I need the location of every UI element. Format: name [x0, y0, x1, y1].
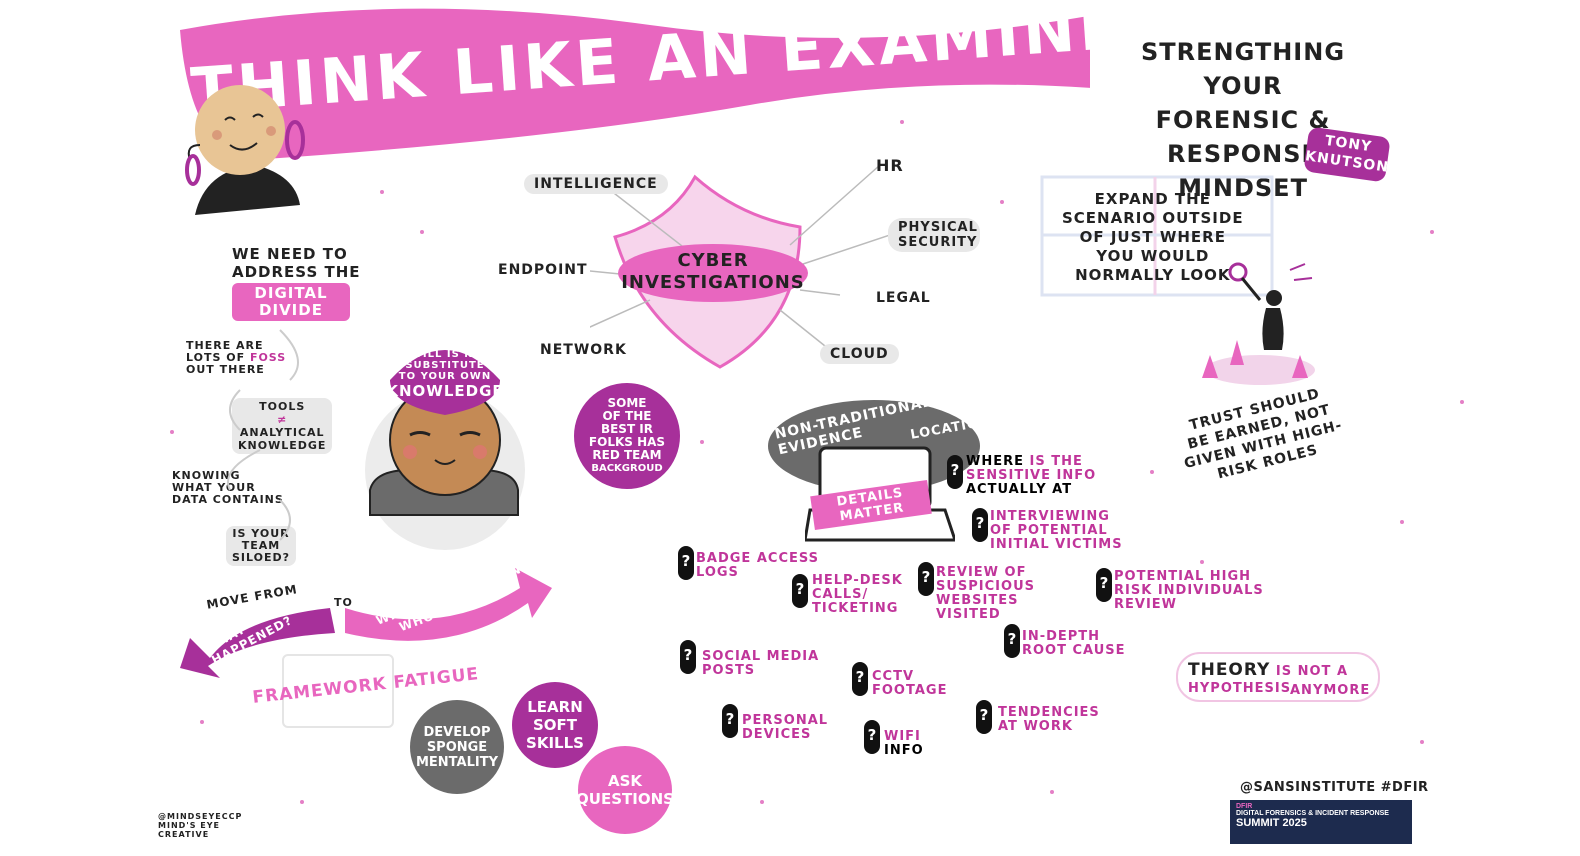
question-icon: ? — [722, 704, 738, 738]
spoke-intelligence: INTELLIGENCE — [524, 174, 668, 194]
evidence-item-interviewing: INTERVIEWING OF POTENTIAL INITIAL VICTIM… — [990, 509, 1123, 552]
left-connector-lines — [227, 329, 299, 541]
red-team-bubble: SOME OF THE BEST IR FOLKS HAS RED TEAM B… — [574, 383, 680, 489]
theory-note: THEORY IS NOT A HYPOTHESIS — [1188, 660, 1349, 697]
evidence-item-cctv: CCTV FOOTAGE — [872, 669, 948, 698]
evidence-item-tendencies: TENDENCIES AT WORK — [998, 705, 1100, 734]
question-icon: ? — [918, 562, 934, 596]
question-icon: ? — [864, 720, 880, 754]
spoke-hr: HR — [876, 156, 904, 175]
evidence-item-sensitive-info: WHERE IS THE SENSITIVE INFO ACTUALLY AT — [966, 454, 1097, 497]
question-icon: ? — [1004, 624, 1020, 658]
foss-note: THERE ARE LOTS OF FOSS OUT THERE — [186, 339, 287, 376]
question-icon: ? — [852, 662, 868, 696]
evidence-item-high-risk: POTENTIAL HIGH RISK INDIVIDUALS REVIEW — [1114, 569, 1264, 612]
tools-note: TOOLS ≠ ANALYTICAL KNOWLEDGE — [232, 398, 333, 454]
artist-credit: @MINDSEYECCP MIND'S EYE CREATIVE — [158, 812, 243, 839]
question-icon: ? — [976, 700, 992, 734]
evidence-item-help-desk: HELP-DESK CALLS/ TICKETING — [812, 573, 903, 616]
question-icon: ? — [678, 546, 694, 580]
data-note: KNOWING WHAT YOUR DATA CONTAINS — [172, 469, 284, 506]
puzzle-icon — [1040, 175, 1274, 297]
title-banner — [180, 8, 1090, 160]
subtitle: STRENGTHING YOUR FORENSIC & RESPONSE MIN… — [1140, 38, 1346, 202]
digital-divide-tag: DIGITAL DIVIDE — [232, 283, 350, 321]
knowledge-person-illustration — [365, 350, 525, 550]
siloed-note: IS YOUR TEAM SILOED? — [226, 526, 297, 566]
move-from-arrows — [180, 568, 552, 678]
social-handle: @SANSINSTITUTE #DFIR — [1240, 780, 1429, 795]
spoke-network: NETWORK — [540, 342, 627, 358]
question-icon: ? — [792, 574, 808, 608]
expand-note: EXPAND THE SCENARIO OUTSIDE OF JUST WHER… — [1062, 190, 1244, 284]
to-label: TO — [334, 596, 353, 609]
stick-figure-illustration — [1202, 262, 1315, 385]
spoke-physical-security: PHYSICAL SECURITY — [888, 218, 980, 252]
cyber-investigations-label: CYBER INVESTIGATIONS — [621, 250, 805, 293]
evidence-item-social-media: SOCIAL MEDIA POSTS — [702, 649, 820, 678]
framework-window-sketch — [282, 654, 394, 728]
question-icon: ? — [1096, 568, 1112, 602]
spoke-endpoint: ENDPOINT — [498, 262, 588, 278]
theory-bubble — [1176, 652, 1380, 702]
sponge-bubble: DEVELOP SPONGE MENTALITY — [410, 700, 504, 794]
evidence-item-wifi: WIFI INFO — [884, 729, 924, 758]
digital-divide-note: WE NEED TO ADDRESS THE — [232, 245, 361, 281]
question-icon: ? — [947, 455, 963, 489]
evidence-item-suspicious-websites: REVIEW OF SUSPICIOUS WEBSITES VISITED — [936, 565, 1035, 622]
spoke-legal: LEGAL — [876, 290, 931, 306]
spoke-cloud: CLOUD — [820, 344, 899, 364]
knowledge-hat-text: THERE STILL IS NO SUBSTITUTE TO YOUR OWN… — [386, 338, 504, 400]
ask-questions-bubble: ASK QUESTIONS — [576, 746, 674, 834]
presenter-portrait — [185, 85, 305, 215]
evidence-item-root-cause: IN-DEPTH ROOT CAUSE — [1022, 629, 1126, 658]
theory-anymore: ANYMORE — [1290, 683, 1371, 698]
summit-badge: DFIR DIGITAL FORENSICS & INCIDENT RESPON… — [1230, 800, 1412, 844]
cyber-investigations-badge — [618, 244, 808, 302]
evidence-item-badge-access: BADGE ACCESS LOGS — [696, 551, 820, 580]
question-icon: ? — [972, 508, 988, 542]
soft-skills-bubble: LEARN SOFT SKILLS — [512, 682, 598, 768]
evidence-item-personal-devices: PERSONAL DEVICES — [742, 713, 829, 742]
question-icon: ? — [680, 640, 696, 674]
